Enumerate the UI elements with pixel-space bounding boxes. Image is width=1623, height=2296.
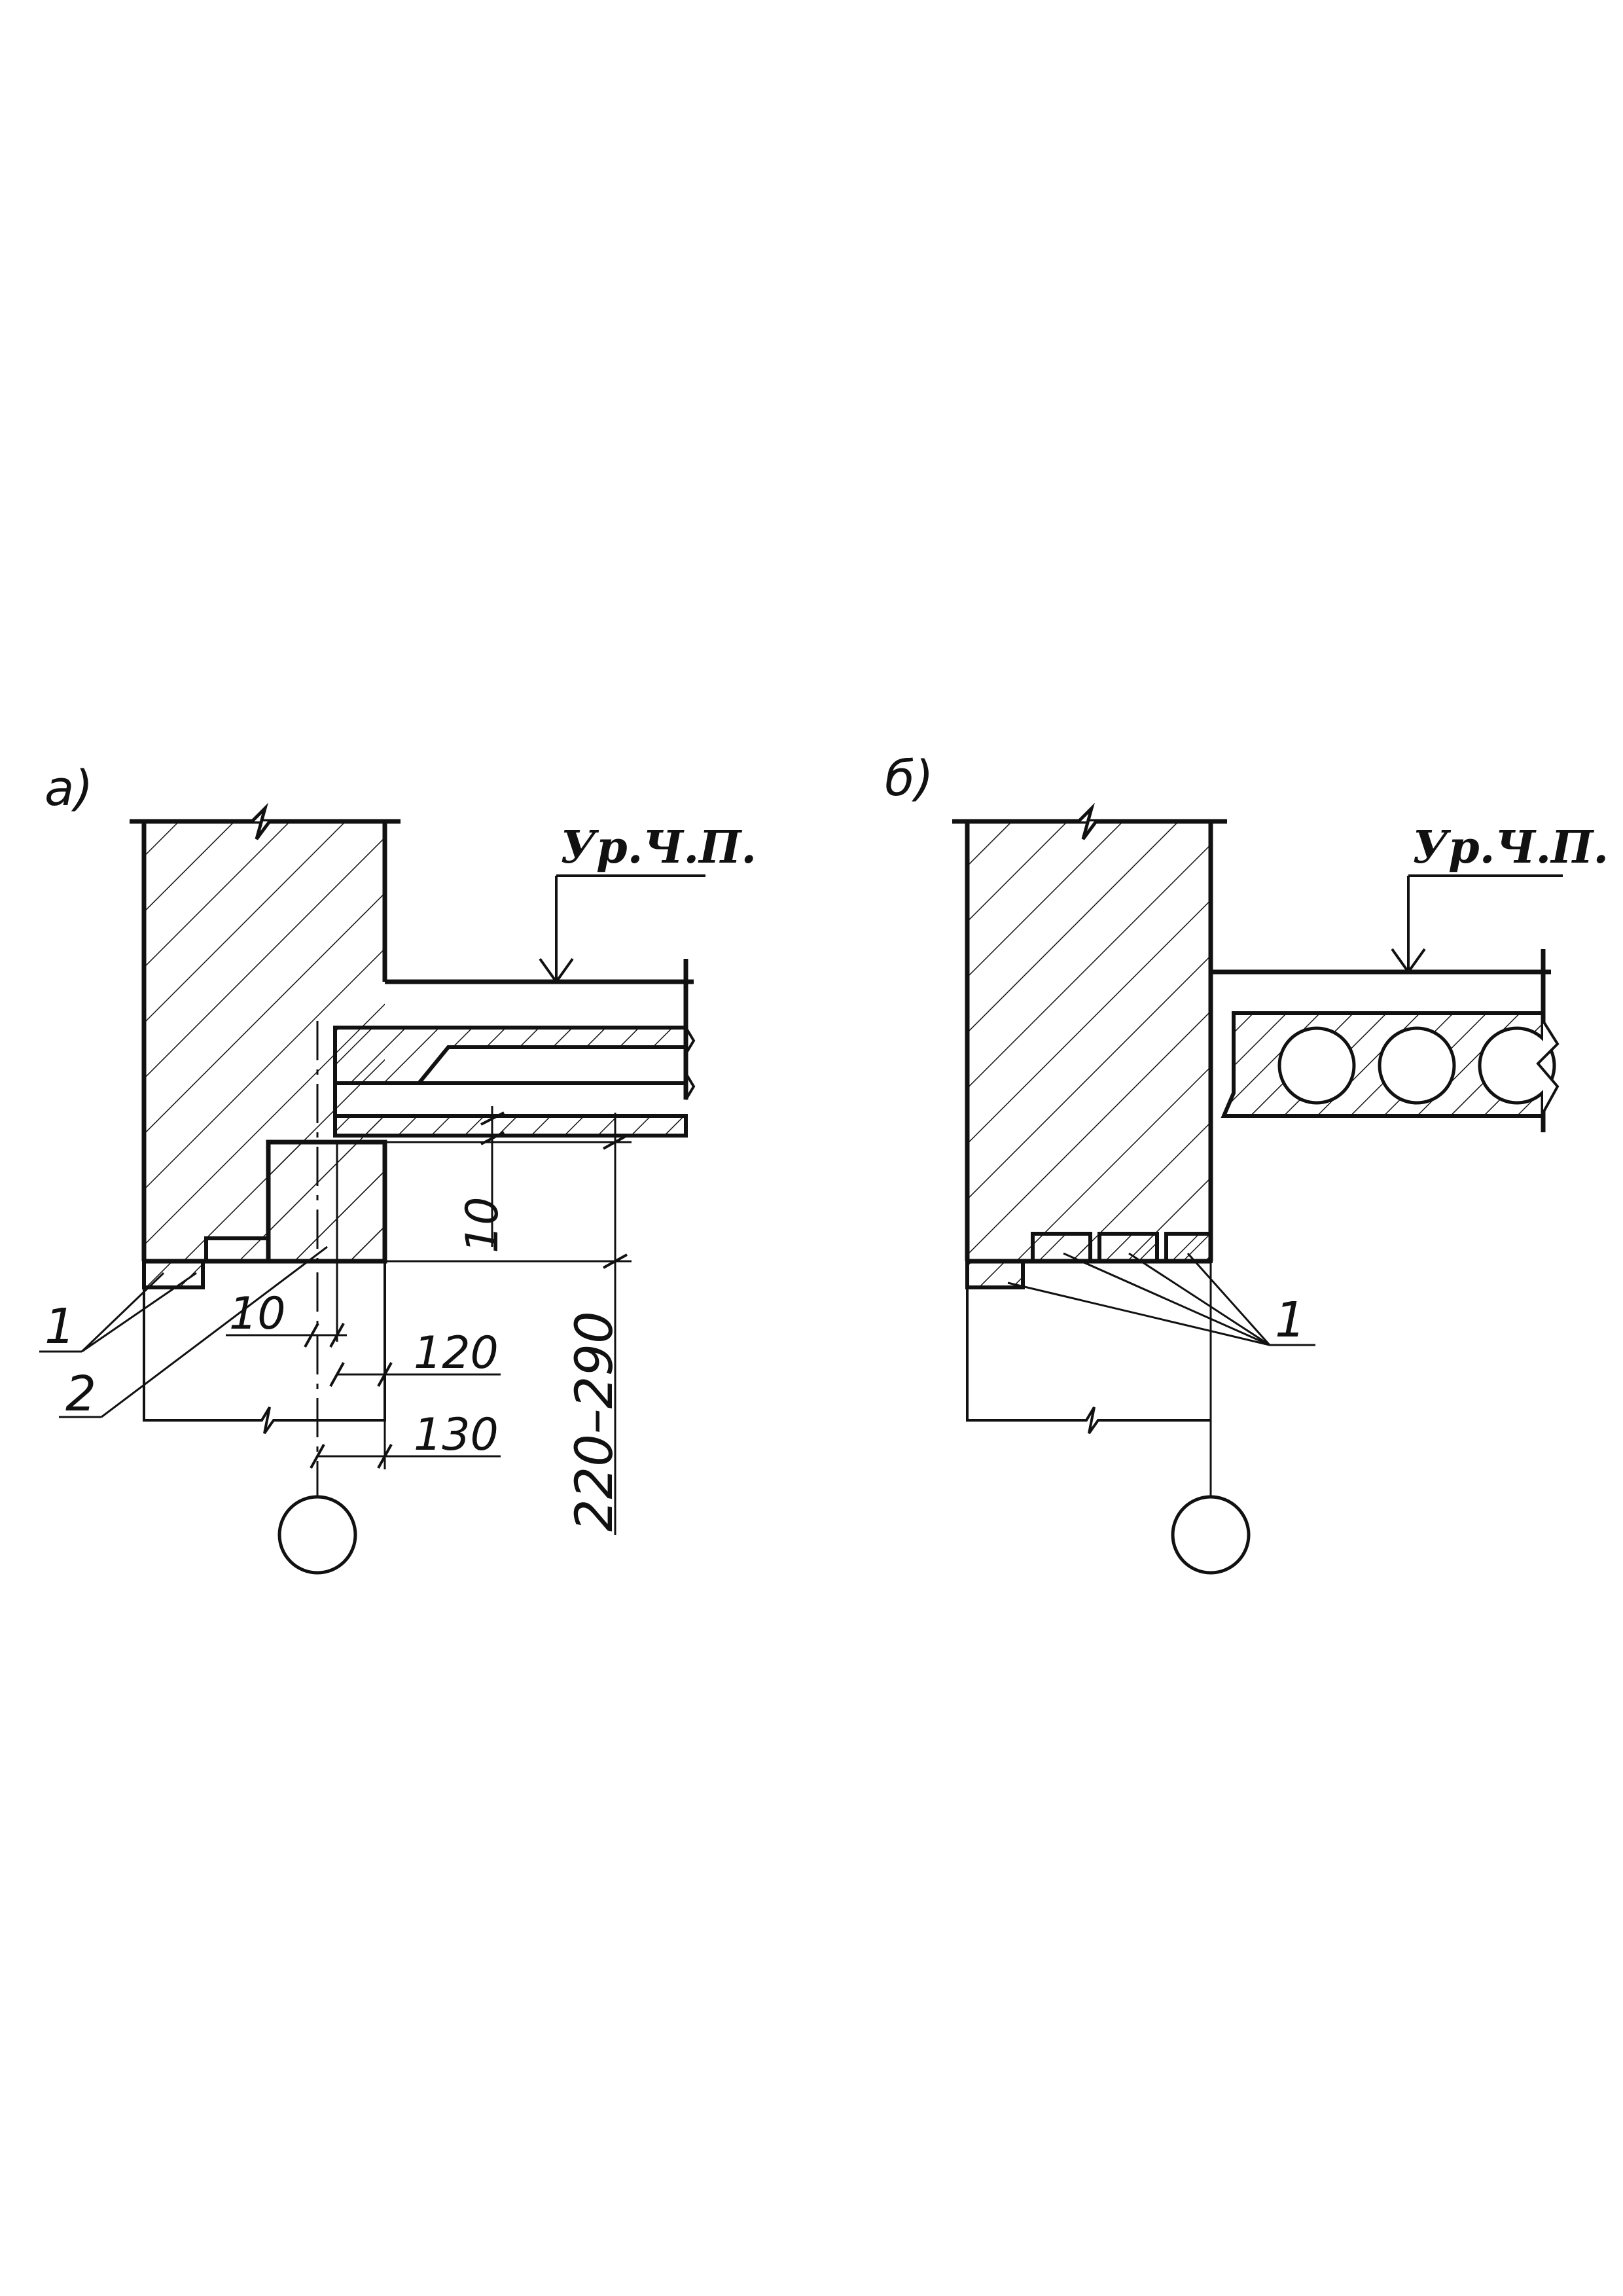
- slab-a: [333, 1026, 696, 1138]
- break-mark-icon: [251, 802, 272, 840]
- dim-width-130: 130: [414, 1409, 499, 1461]
- axis-a: [277, 1021, 357, 1575]
- axis-marker-a: [277, 1495, 357, 1575]
- variant-b: б) Ур.Ч.П.: [885, 751, 1609, 1575]
- break-mark-icon: [1077, 802, 1098, 840]
- dim-height: 220–290: [565, 1311, 624, 1532]
- dim-gap-top: 10: [457, 1196, 508, 1253]
- slab-void: [1378, 1026, 1456, 1105]
- gasket-1-a: [142, 1259, 205, 1289]
- callout-b: 1: [1007, 1252, 1315, 1348]
- floor-level-b: Ур.Ч.П.: [1211, 821, 1609, 1132]
- wall-extension-a: [143, 1261, 386, 1435]
- dim-width-120: 120: [414, 1327, 499, 1379]
- callout-1-a: 1: [45, 1299, 75, 1355]
- callout-2-a: 2: [65, 1366, 96, 1422]
- level-arrow-icon: [1391, 948, 1426, 975]
- variant-b-label: б): [885, 751, 934, 807]
- floor-level-a: Ур.Ч.П.: [385, 821, 757, 1100]
- callouts-a: 1 2: [39, 1246, 328, 1422]
- variant-a: а) Ур.Ч.П.: [39, 761, 757, 1575]
- hollow-slab-b: [1221, 1011, 1560, 1118]
- slab-void: [1277, 1026, 1356, 1105]
- dimensions-a: 10 220–290 10 120 130: [226, 1106, 632, 1535]
- axis-marker-b: [1171, 1495, 1251, 1575]
- level-mark-b: Ур.Ч.П.: [1412, 821, 1609, 874]
- level-arrow-icon: [539, 958, 574, 984]
- callout-1-b: 1: [1275, 1292, 1306, 1348]
- slab-void: [1478, 1026, 1556, 1105]
- wall-extension-b: [966, 1287, 1211, 1435]
- variant-a-label: а): [45, 761, 93, 817]
- wall-b: [952, 802, 1227, 1264]
- level-mark-a: Ур.Ч.П.: [560, 821, 757, 874]
- gaskets-b: [965, 1232, 1213, 1289]
- axis-b: [1171, 1261, 1251, 1575]
- pier-a: [142, 1139, 387, 1289]
